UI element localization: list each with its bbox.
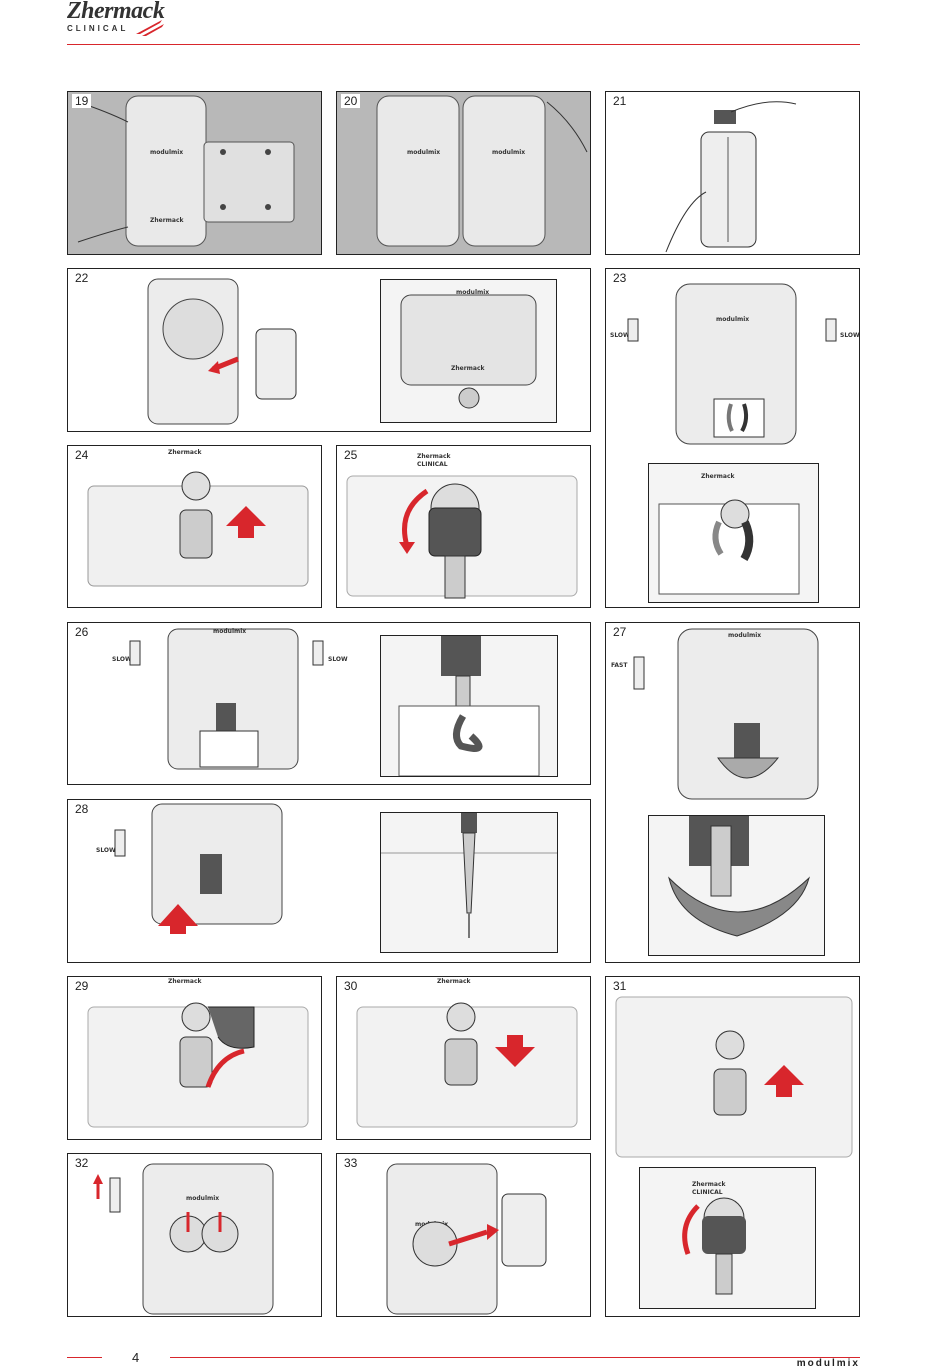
step-number: 29 xyxy=(72,979,91,993)
step-number: 27 xyxy=(610,625,629,639)
device-brand-label: Zhermack xyxy=(437,978,472,985)
step-panel-22: 22 modulmix Zhermack xyxy=(67,268,591,432)
illustration-rotate-lock: Zhermack CLINICAL xyxy=(337,446,591,608)
step-panel-23: 23 SLOW SLOW modulmix Zhermack xyxy=(605,268,860,608)
footer-rule-left xyxy=(67,1357,102,1358)
step-panel-30: 30 Zhermack xyxy=(336,976,591,1140)
device-brand-subtitle: CLINICAL xyxy=(417,461,448,468)
inset-detail: modulmix Zhermack xyxy=(380,279,557,423)
device-label: modulmix xyxy=(407,149,440,156)
device-label: modulmix xyxy=(186,1195,219,1202)
step-number: 33 xyxy=(341,1156,360,1170)
slow-label: SLOW xyxy=(610,332,630,339)
step-panel-32: 32 modulmix xyxy=(67,1153,322,1317)
step-number: 21 xyxy=(610,94,629,108)
footer-rule-right xyxy=(170,1357,860,1358)
device-label: modulmix xyxy=(150,149,183,156)
step-panel-26: 26 SLOW SLOW modulmix xyxy=(67,622,591,785)
device-brand-subtitle: CLINICAL xyxy=(692,1189,723,1196)
step-number: 32 xyxy=(72,1156,91,1170)
footer-product-name: modulmix xyxy=(797,1358,860,1369)
illustration-attach-mixer: Zhermack xyxy=(68,446,322,608)
header-rule xyxy=(67,44,860,45)
device-brand-label: Zhermack xyxy=(692,1181,727,1188)
slow-label: SLOW xyxy=(840,332,860,339)
illustration-release-lock: Zhermack xyxy=(68,977,322,1140)
fast-label: FAST xyxy=(611,662,628,669)
inset-detail xyxy=(648,815,825,956)
inset-detail: Zhermack CLINICAL xyxy=(639,1167,816,1309)
illustration-mount-plate: modulmix Zhermack xyxy=(68,92,322,255)
inset-detail xyxy=(380,812,558,953)
step-panel-21: 21 xyxy=(605,91,860,255)
illustration-pull-mixer: Zhermack xyxy=(337,977,591,1140)
step-panel-19: 19 modulmix Zhermack xyxy=(67,91,322,255)
illustration-retract-pistons: modulmix xyxy=(68,1154,322,1317)
step-panel-28: 28 SLOW xyxy=(67,799,591,963)
step-number: 25 xyxy=(341,448,360,462)
device-label: modulmix xyxy=(213,628,246,635)
step-panel-27: 27 FAST modulmix xyxy=(605,622,860,963)
device-brand-label: Zhermack xyxy=(701,473,736,480)
step-number: 28 xyxy=(72,802,91,816)
step-number: 23 xyxy=(610,271,629,285)
device-brand-label: Zhermack xyxy=(168,978,203,985)
step-panel-24: 24 Zhermack xyxy=(67,445,322,608)
device-label: modulmix xyxy=(728,632,761,639)
step-number: 30 xyxy=(341,979,360,993)
slow-label: SLOW xyxy=(96,847,116,854)
device-brand-label: Zhermack xyxy=(417,453,452,460)
device-label: modulmix xyxy=(716,316,749,323)
step-number: 20 xyxy=(341,94,360,108)
device-brand-label: Zhermack xyxy=(451,365,486,372)
step-panel-20: 20 modulmix modulmix xyxy=(336,91,591,255)
inset-detail: Zhermack xyxy=(648,463,819,603)
step-panel-31: 31 Zhermack Zhermack CLINICAL xyxy=(605,976,860,1317)
illustration-two-units: modulmix modulmix xyxy=(337,92,591,255)
step-panel-29: 29 Zhermack xyxy=(67,976,322,1140)
step-number: 26 xyxy=(72,625,91,639)
brand-mark-icon xyxy=(134,14,164,36)
inset-detail xyxy=(380,635,558,777)
illustration-cartridge-cap xyxy=(606,92,860,255)
step-number: 31 xyxy=(610,979,629,993)
step-number: 19 xyxy=(72,94,91,108)
step-panel-25: 25 Zhermack CLINICAL xyxy=(336,445,591,608)
page-number: 4 xyxy=(132,1350,139,1365)
step-number: 24 xyxy=(72,448,91,462)
illustration-remove-cartridge: modulmix xyxy=(337,1154,591,1317)
page-header: Zhermack CLINICAL xyxy=(0,0,950,60)
device-brand-label: Zhermack xyxy=(168,449,203,456)
device-brand-label: Zhermack xyxy=(150,217,185,224)
step-number: 22 xyxy=(72,271,91,285)
brand-subtitle: CLINICAL xyxy=(67,24,128,33)
slow-label: SLOW xyxy=(328,656,348,663)
device-label: modulmix xyxy=(492,149,525,156)
step-panel-33: 33 modulmix xyxy=(336,1153,591,1317)
slow-label: SLOW xyxy=(112,656,132,663)
device-label: modulmix xyxy=(456,289,489,296)
